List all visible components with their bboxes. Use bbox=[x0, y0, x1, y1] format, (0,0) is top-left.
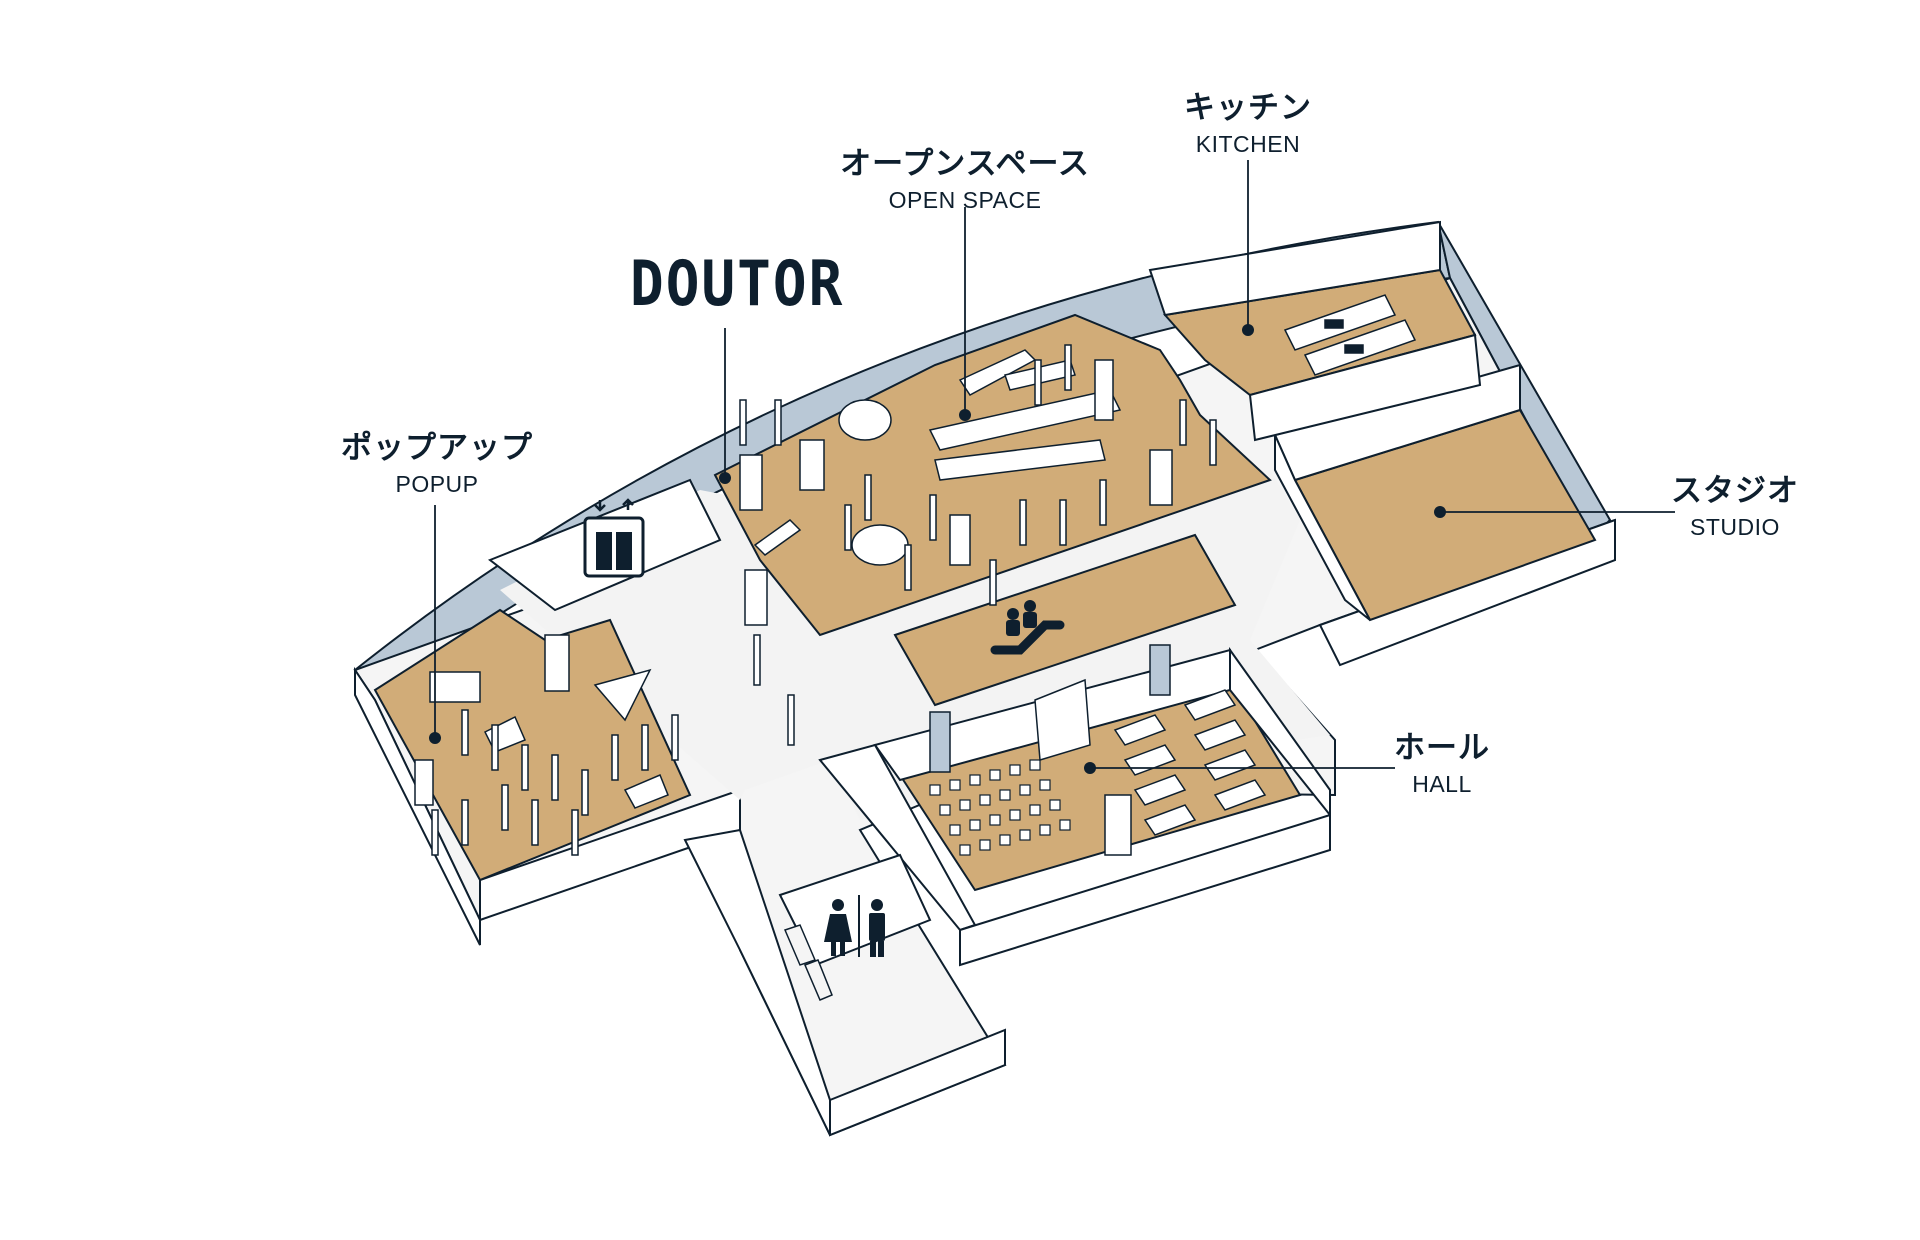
kitchen-counters bbox=[1283, 294, 1417, 376]
restroom-icon bbox=[824, 895, 885, 957]
label-popup-en: POPUP bbox=[395, 471, 479, 497]
label-openspace: オープンスペース OPEN SPACE bbox=[840, 138, 1090, 214]
label-kitchen: キッチン KITCHEN bbox=[1184, 82, 1312, 158]
leader-lines bbox=[429, 160, 1675, 774]
kitchen-wall-front bbox=[1248, 333, 1482, 442]
escalator-area bbox=[893, 533, 1237, 707]
hall-chairs bbox=[929, 759, 1071, 856]
label-studio-jp: スタジオ bbox=[1671, 473, 1799, 509]
hall-wall-front bbox=[959, 813, 1331, 967]
label-hall-jp: ホール bbox=[1394, 730, 1490, 766]
doutor-logo: DOUTOR bbox=[630, 248, 845, 321]
popup-poles bbox=[431, 709, 679, 856]
openspace-floor bbox=[713, 313, 1272, 637]
openspace-fixtures bbox=[739, 349, 1173, 566]
wall-face-restroom-front bbox=[829, 1028, 1006, 1137]
corridor-poles bbox=[744, 569, 795, 746]
hall-wall-right bbox=[1229, 646, 1331, 818]
label-studio-en: STUDIO bbox=[1690, 514, 1780, 540]
elevator-icon bbox=[583, 498, 645, 578]
wall-face-left bbox=[354, 666, 481, 946]
label-hall-en: HALL bbox=[1412, 771, 1472, 797]
label-popup-jp: ポップアップ bbox=[341, 430, 533, 466]
label-openspace-en: OPEN SPACE bbox=[888, 187, 1042, 213]
hall-glass bbox=[929, 644, 1171, 773]
studio-wall-left bbox=[1274, 434, 1371, 621]
hall-tables bbox=[1034, 678, 1267, 856]
label-studio: スタジオ STUDIO bbox=[1671, 465, 1799, 541]
label-hall: ホール HALL bbox=[1394, 722, 1490, 798]
escalator-icon bbox=[990, 600, 1065, 655]
restroom-doors bbox=[783, 924, 833, 1001]
label-kitchen-en: KITCHEN bbox=[1195, 131, 1301, 157]
label-openspace-jp: オープンスペース bbox=[840, 146, 1090, 182]
openspace-poles bbox=[739, 344, 1217, 606]
label-kitchen-jp: キッチン bbox=[1184, 90, 1312, 126]
kitchen-wall-back bbox=[1148, 220, 1441, 317]
label-popup: ポップアップ POPUP bbox=[341, 422, 533, 498]
